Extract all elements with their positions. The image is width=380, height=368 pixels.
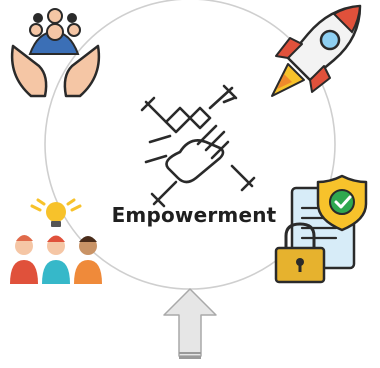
up-arrow-icon <box>163 288 217 359</box>
center-label: Empowerment <box>111 203 277 227</box>
hands-holding-people-icon <box>10 8 101 98</box>
joined-hands-icon <box>140 84 256 208</box>
team-idea-icon <box>10 198 102 284</box>
secure-document-icon <box>274 174 368 284</box>
rocket-icon <box>271 4 362 97</box>
